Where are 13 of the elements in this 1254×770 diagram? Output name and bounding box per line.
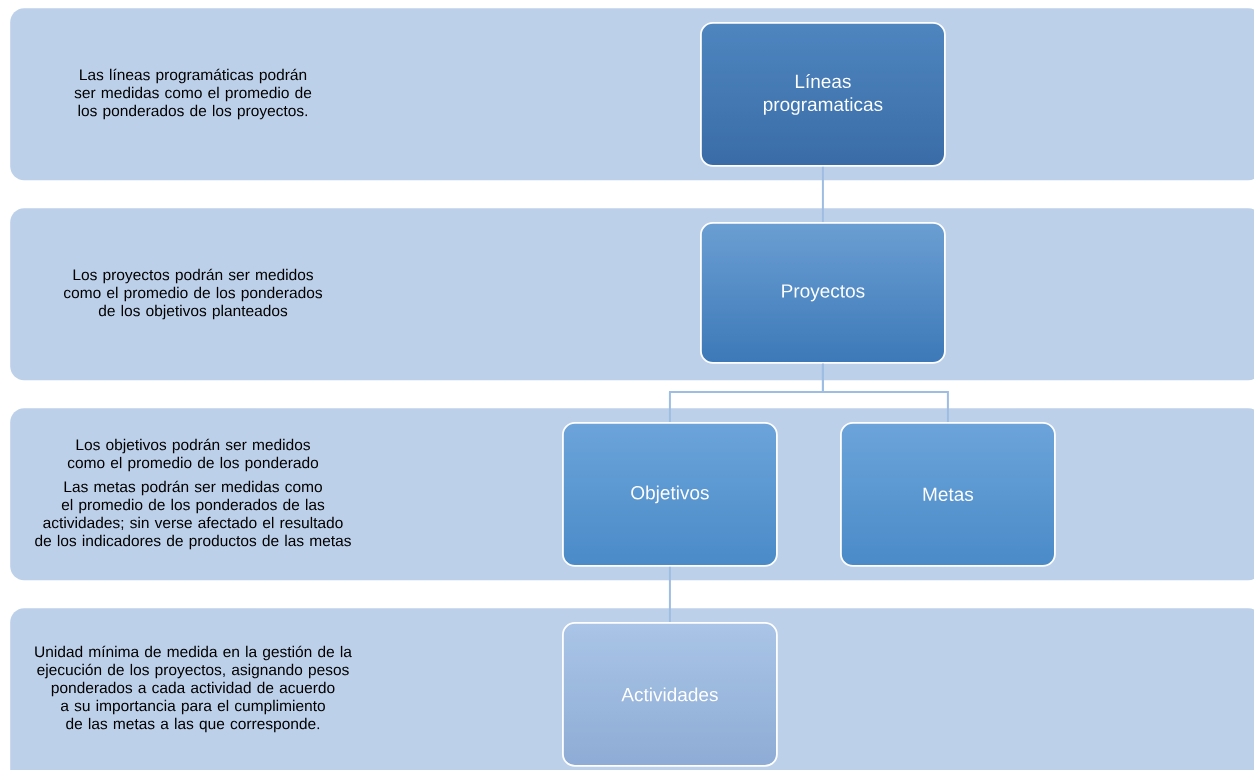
description-text: Los proyectos podrán ser medidos como el promedio de los ponderados de los objetivos planteados <box>64 268 323 320</box>
hierarchy-box: Objetivos <box>562 422 778 567</box>
description-text: Los objetivos podrán ser medidos como el promedio de los ponderado <box>67 438 319 472</box>
description-text: Las líneas programáticas podrán ser medidas como el promedio de los ponderados de los proyectos. <box>74 68 312 120</box>
connector-line <box>668 565 671 623</box>
hierarchy-box: Actividades <box>562 622 778 767</box>
hierarchy-box: Líneas programaticas <box>700 22 946 167</box>
connector-line <box>821 165 824 223</box>
hierarchy-box: Proyectos <box>700 222 946 364</box>
hierarchy-box: Metas <box>840 422 1056 567</box>
description-text: Las metas podrán ser medidas como el promedio de los ponderados de las actividades; sin verse afectado el resultado de los indicadores de productos de las metas <box>35 480 351 550</box>
description-text: Unidad mínima de medida en la gestión de la ejecución de los proyectos, asignando pesos ponderados a cada actividad de acuerdo a su importancia para el cumplimiento de las metas a las que corresponde. <box>35 645 352 733</box>
connector-line <box>821 362 949 423</box>
